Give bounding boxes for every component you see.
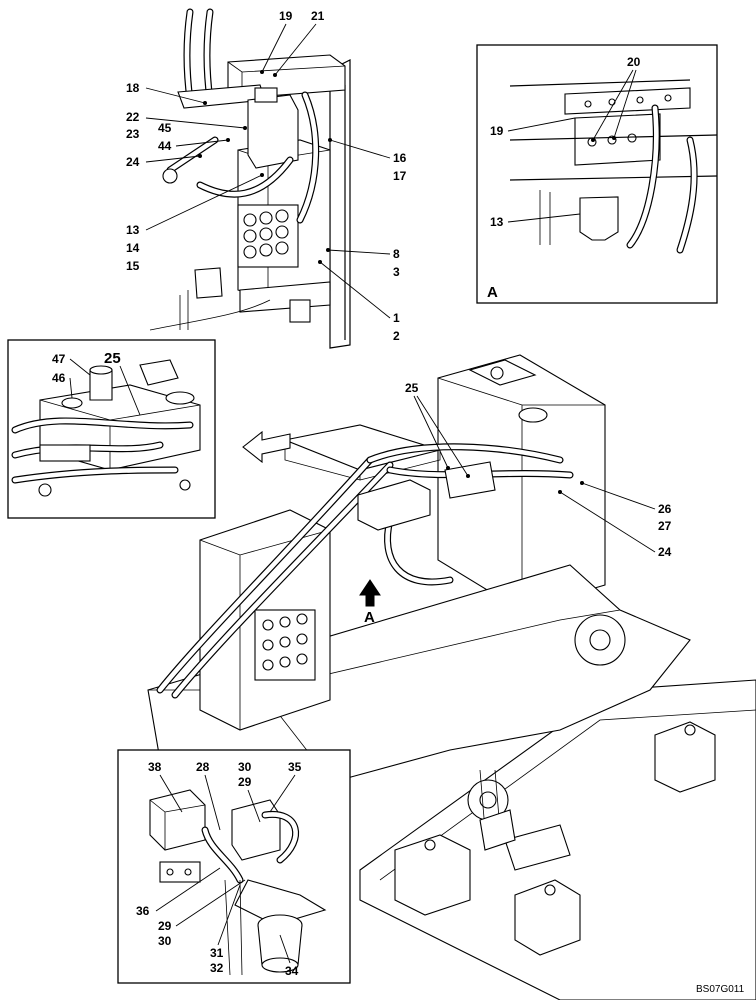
valve-fittings [243, 209, 289, 259]
callout: 20 [627, 55, 641, 69]
callout: 19 [490, 124, 504, 138]
drawing-ref-code: BS07G011 [696, 984, 745, 995]
top-leader-lines [145, 23, 391, 319]
top-valve-assembly [149, 8, 351, 349]
callout: 1 [393, 311, 400, 325]
callout: 45 [158, 121, 172, 135]
callout: 47 [52, 352, 66, 366]
callout: 34 [285, 964, 299, 978]
callout: 13 [490, 215, 504, 229]
detail-a-box: A 20 19 13 [476, 44, 718, 304]
callout: 25 [405, 381, 419, 395]
callout: 46 [52, 371, 66, 385]
main-machine-view: A [147, 354, 756, 1000]
callout: 29 [238, 775, 252, 789]
callout: 8 [393, 247, 400, 261]
view-arrow-label: A [364, 609, 375, 626]
callout: 15 [126, 259, 140, 273]
callout: 30 [158, 934, 172, 948]
callout: 28 [196, 760, 210, 774]
callout: 32 [210, 961, 224, 975]
callout: 3 [393, 265, 400, 279]
callout: 14 [126, 241, 140, 255]
inset-left-box: 47 25 46 [7, 339, 216, 519]
callout: 35 [288, 760, 302, 774]
callout: 17 [393, 169, 407, 183]
callout: 22 [126, 110, 140, 124]
detail-a-label: A [487, 284, 498, 301]
callout: 26 [658, 502, 672, 516]
callout: 23 [126, 127, 140, 141]
callout: 31 [210, 946, 224, 960]
callout: 27 [658, 519, 672, 533]
callout: 38 [148, 760, 162, 774]
callout: 18 [126, 81, 140, 95]
callout: 21 [311, 9, 325, 23]
callout: 44 [158, 139, 172, 153]
callout: 29 [158, 919, 172, 933]
callout: 24 [126, 155, 140, 169]
callout: 36 [136, 904, 150, 918]
main-callouts: 25 26 27 24 [405, 381, 672, 559]
callout: 24 [658, 545, 672, 559]
callout: 16 [393, 151, 407, 165]
callout: 2 [393, 329, 400, 343]
callout: 19 [279, 9, 293, 23]
inset-bottom-box: 38 28 30 29 35 36 29 30 31 32 34 [117, 749, 351, 984]
callout: 25 [104, 350, 121, 367]
callout: 13 [126, 223, 140, 237]
callout: 30 [238, 760, 252, 774]
top-callouts: 19 21 18 22 45 23 44 24 16 17 13 14 15 8… [126, 9, 407, 343]
